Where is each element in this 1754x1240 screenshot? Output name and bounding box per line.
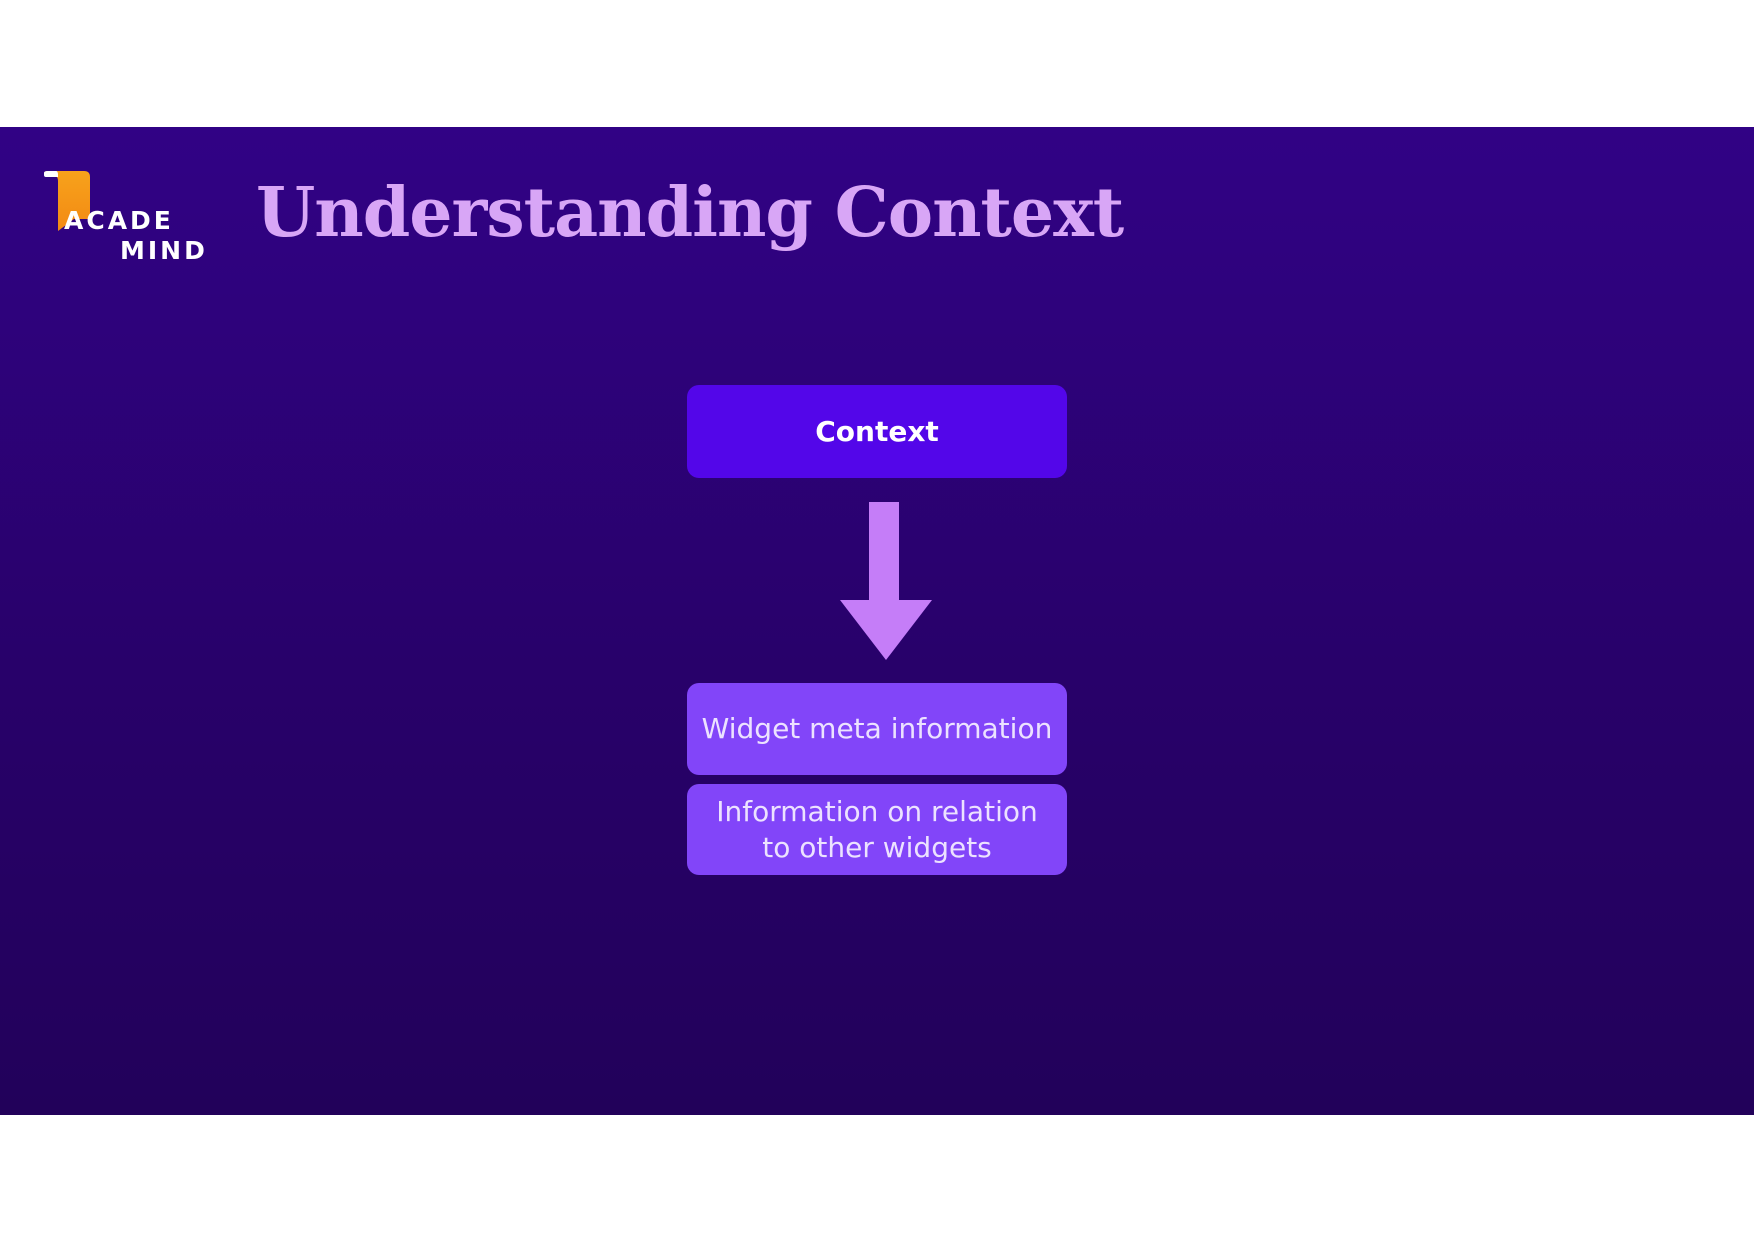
widget-relation-box: Information on relation to other widgets: [687, 784, 1067, 875]
down-arrow-icon: [840, 502, 932, 660]
context-box: Context: [687, 385, 1067, 478]
slide: ACADE MIND Understanding Context Context…: [0, 127, 1754, 1115]
academind-logo: ACADE MIND: [44, 171, 214, 267]
logo-text-line2: MIND: [120, 236, 208, 265]
context-box-label: Context: [815, 415, 939, 448]
slide-title: Understanding Context: [256, 173, 1124, 253]
logo-text-line1: ACADE: [64, 206, 174, 235]
logo-bookmark-icon: [44, 171, 90, 231]
widget-relation-label: Information on relation to other widgets: [716, 794, 1038, 864]
widget-meta-label: Widget meta information: [701, 712, 1053, 745]
widget-meta-box: Widget meta information: [687, 683, 1067, 775]
